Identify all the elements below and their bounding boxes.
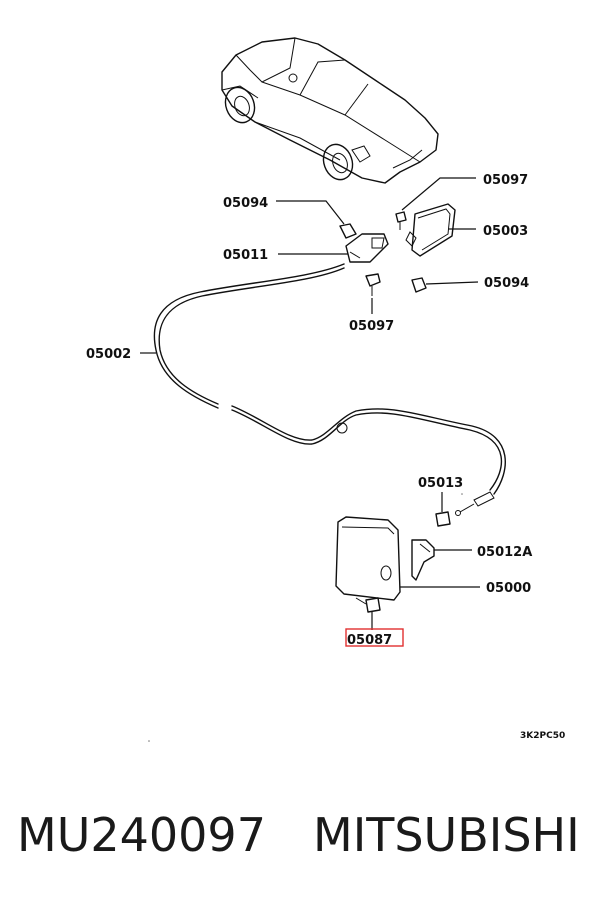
label-05097-bottom: 05097 (349, 319, 394, 334)
speck (148, 740, 150, 742)
label-05087: 05087 (347, 633, 392, 648)
fuel-lid-lower (335, 516, 401, 601)
label-05002: 05002 (86, 347, 131, 362)
lid-bolt (355, 597, 381, 613)
label-05003: 05003 (483, 224, 528, 239)
speck (461, 493, 463, 495)
brand-name: MITSUBISHI (313, 808, 580, 862)
diagram-code: 3K2PC50 (520, 731, 565, 741)
caption: MU240097 MITSUBISHI (0, 800, 600, 880)
fuel-opener-latch (345, 233, 389, 263)
label-05094-left: 05094 (223, 196, 268, 211)
vehicle-outline (221, 37, 439, 184)
leader-lines (140, 177, 480, 630)
highlight-box (345, 628, 404, 647)
label-05000: 05000 (486, 581, 531, 596)
cable-clip-05013 (435, 511, 451, 527)
label-05012a: 05012A (477, 545, 532, 560)
label-05011: 05011 (223, 248, 268, 263)
upper-fasteners (339, 211, 427, 296)
fuel-lid-hinge (411, 539, 435, 581)
part-number: MU240097 (17, 808, 266, 862)
fuel-lid-upper (405, 203, 456, 257)
label-05094-right: 05094 (484, 276, 529, 291)
release-cable (153, 263, 506, 516)
parts-diagram: 05097 05094 05003 05011 05094 05097 0500… (86, 37, 565, 742)
label-05013: 05013 (418, 476, 463, 491)
label-05097-top: 05097 (483, 173, 528, 188)
